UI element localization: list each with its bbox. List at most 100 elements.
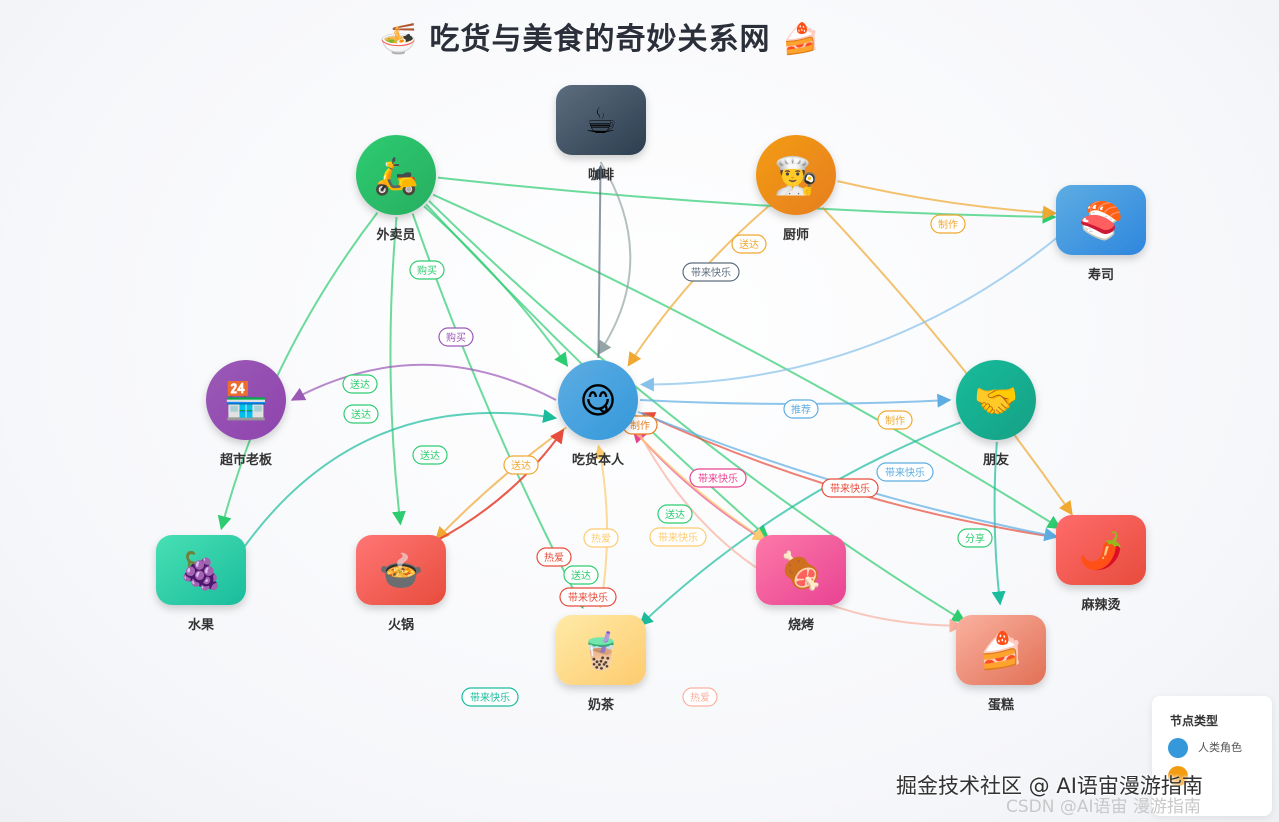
node-sushi[interactable]: 🍣寿司	[1056, 185, 1146, 283]
edge-chef-mala	[821, 206, 1073, 516]
node-label-bbq: 烧烤	[788, 617, 814, 633]
edge-label-friend-milktea: 带来快乐	[461, 687, 519, 707]
edge-chef-foodie	[627, 205, 769, 367]
edge-label-courier-hotpot: 送达	[342, 374, 378, 394]
edge-label-courier-milktea: 送达	[563, 565, 599, 585]
node-label-foodie: 吃货本人	[572, 452, 625, 468]
mala-icon: 🌶️	[1079, 530, 1124, 572]
node-chef[interactable]: 👨‍🍳厨师	[756, 135, 836, 243]
edge-label-bbq-foodie: 带来快乐	[689, 468, 747, 488]
svg-text:分享: 分享	[965, 532, 985, 545]
edge-label-chef-sushi: 制作	[930, 214, 966, 234]
edge-fruit-foodie	[238, 409, 558, 555]
chef-icon: 👨‍🍳	[774, 155, 819, 197]
node-grocer[interactable]: 🏪 超市老板	[206, 360, 286, 468]
node-coffee[interactable]: ☕咖啡	[556, 85, 646, 183]
node-courier[interactable]: 🛵外卖员	[356, 135, 436, 243]
milktea-icon: 🧋	[579, 630, 624, 672]
node-hotpot[interactable]: 🍲火锅	[356, 535, 446, 633]
svg-text:带来快乐: 带来快乐	[470, 692, 510, 704]
edge-milktea-foodie	[594, 444, 609, 609]
node-fruit[interactable]: 🍇 水果	[156, 535, 246, 633]
legend-item-food	[1168, 766, 1198, 786]
legend-dot-human	[1168, 738, 1188, 758]
hotpot-icon: 🍲	[379, 551, 424, 592]
sushi-icon: 🍣	[1079, 199, 1124, 242]
node-label-grocer: 超市老板	[220, 452, 273, 468]
svg-text:制作: 制作	[885, 414, 905, 427]
edge-label-milktea-foodie: 热爱	[583, 528, 619, 548]
noodle-bowl-icon: 🍜	[379, 22, 419, 57]
svg-text:购买: 购买	[417, 264, 437, 277]
diagram-title: 🍜 吃货与美食的奇妙关系网 🍰	[0, 14, 1200, 58]
edge-label-courier-mala: 分享	[957, 528, 993, 548]
svg-text:带来快乐: 带来快乐	[698, 473, 738, 485]
edge-label-mala-foodie: 带来快乐	[821, 478, 879, 498]
edge-label-chef-foodie: 送达	[731, 234, 767, 254]
svg-text:制作: 制作	[630, 419, 650, 432]
svg-text:送达: 送达	[351, 408, 371, 421]
node-friend[interactable]: 🤝 朋友	[956, 360, 1036, 468]
node-mala[interactable]: 🌶️ 麻辣烫	[1056, 515, 1146, 613]
svg-text:热爱: 热爱	[690, 691, 710, 704]
svg-text:送达: 送达	[511, 459, 531, 472]
node-layer: 🛵外卖员 ☕咖啡 👨‍🍳厨师 🍣寿司 🏪 超市老板 😋吃货本人 🤝 朋友 🍇 水果 🍲火锅 🍖 烧烤 🌶️ 麻…	[156, 85, 1146, 713]
edge-courier-fruit	[217, 212, 379, 531]
edge-courier-cake	[428, 200, 967, 623]
node-label-fruit: 水果	[188, 617, 214, 633]
edge-foodie-grocer	[290, 363, 557, 401]
svg-text:制作: 制作	[938, 218, 958, 231]
fruit-icon: 🍇	[179, 550, 224, 592]
edge-label-foodie-mala: 带来快乐	[876, 462, 934, 482]
edge-label-courier-fruit: 送达	[343, 404, 379, 424]
node-label-friend: 朋友	[982, 452, 1009, 468]
edge-label-courier-bbq: 送达	[657, 504, 693, 524]
svg-text:带来快乐: 带来快乐	[830, 483, 870, 495]
juejin-watermark: 掘金技术社区 @ AI语宙漫游指南	[896, 774, 1203, 798]
svg-text:推荐: 推荐	[791, 403, 811, 416]
edge-courier-mala	[432, 193, 1062, 530]
svg-text:热爱: 热爱	[544, 551, 564, 564]
legend-title: 节点类型	[1170, 714, 1219, 728]
svg-text:送达: 送达	[350, 378, 370, 391]
edge-foodie-hotpot	[434, 426, 567, 541]
legend-dot-food	[1168, 766, 1188, 786]
svg-text:带来快乐: 带来快乐	[568, 592, 608, 604]
edge-foodie-bbq	[629, 426, 767, 542]
edge-hotpot-foodie	[432, 428, 564, 544]
cake-slice-icon: 🍰	[781, 22, 821, 57]
bbq-icon: 🍖	[779, 549, 824, 594]
grocer-icon: 🏪	[224, 380, 269, 422]
edge-label-courier-cake: 送达	[412, 445, 448, 465]
node-foodie[interactable]: 😋吃货本人	[558, 360, 638, 468]
edge-label-foodie-coffee: 带来快乐	[682, 262, 740, 282]
edge-friend-milktea	[638, 421, 961, 627]
csdn-watermark: CSDN @AI语宙 漫游指南	[1006, 797, 1201, 817]
edge-label-foodie-cake: 热爱	[682, 687, 718, 707]
svg-text:热爱: 热爱	[591, 532, 611, 545]
legend-item-human: 人类角色	[1168, 738, 1242, 758]
node-bbq[interactable]: 🍖 烧烤	[756, 535, 846, 633]
node-label-coffee: 咖啡	[588, 167, 614, 183]
edge-hotpot-foodie	[432, 428, 564, 544]
edge-label-hotpot-foodie: 带来快乐	[559, 587, 617, 607]
node-label-mala: 麻辣烫	[1080, 597, 1121, 613]
edge-coffee-foodie	[597, 161, 632, 356]
svg-text:送达: 送达	[420, 449, 440, 462]
friend-icon: 🤝	[974, 381, 1019, 422]
diagram-title-text: 吃货与美食的奇妙关系网	[429, 22, 771, 57]
edge-label-hotpot-foodie: 热爱	[536, 547, 572, 567]
edge-label-foodie-friend: 推荐	[783, 399, 819, 419]
svg-text:送达: 送达	[571, 569, 591, 582]
edge-foodie-coffee	[593, 164, 608, 359]
edge-courier-hotpot	[389, 216, 406, 526]
edge-label-chef-mala: 制作	[877, 410, 913, 430]
legend-item-human-label: 人类角色	[1198, 741, 1242, 754]
edge-label-foodie-hotpot: 送达	[503, 455, 539, 475]
node-cake[interactable]: 🍰蛋糕	[956, 615, 1046, 713]
svg-text:带来快乐: 带来快乐	[691, 267, 731, 279]
node-label-cake: 蛋糕	[988, 697, 1014, 713]
edge-label-layer: 送达送达购买送达分享送达送达制作制作送达购买推荐带来快乐带来快乐送达热爱带来快乐…	[342, 214, 993, 707]
node-milktea[interactable]: 🧋奶茶	[556, 615, 646, 713]
